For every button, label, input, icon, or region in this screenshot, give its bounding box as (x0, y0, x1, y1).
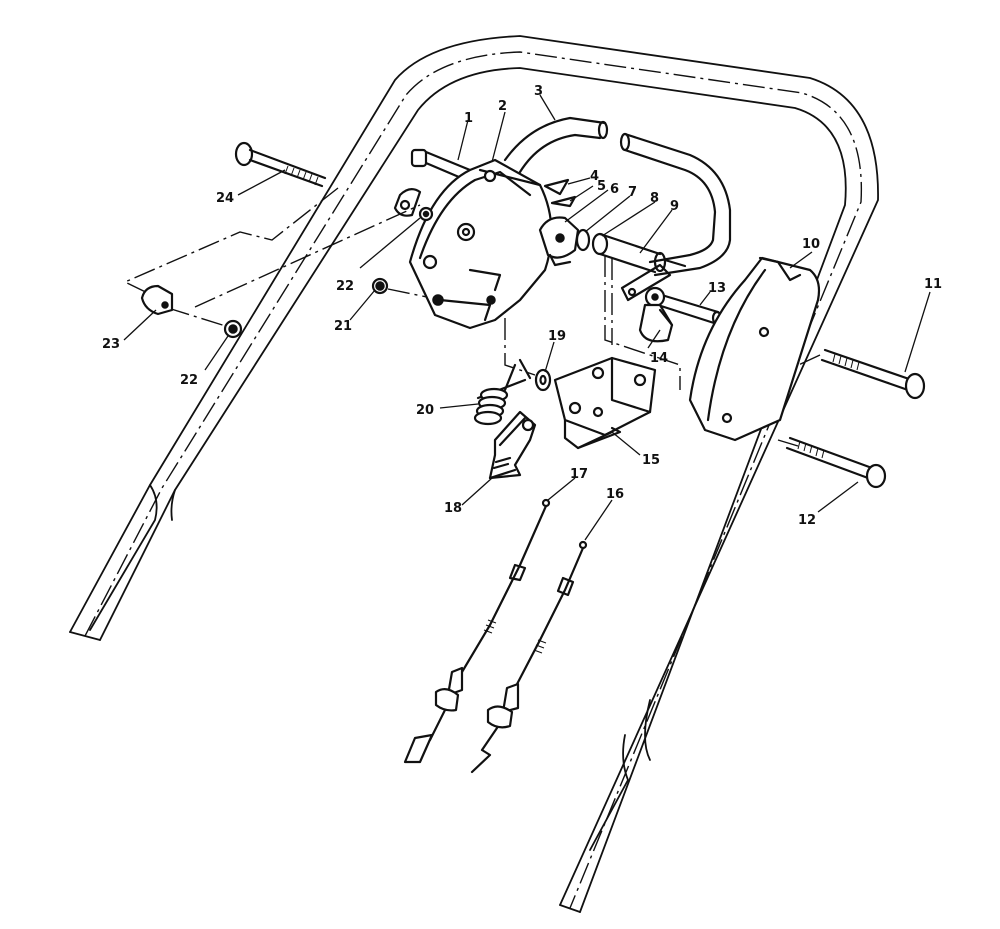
callout-1: 1 (464, 111, 473, 126)
callout-16: 16 (606, 487, 624, 502)
part-16-cable (470, 540, 588, 774)
callout-13: 13 (708, 281, 726, 296)
callout-23: 23 (102, 337, 120, 352)
part-4-5-hardware (543, 178, 577, 208)
part-17-cable (403, 498, 551, 764)
callout-12: 12 (798, 513, 816, 528)
callout-14: 14 (650, 351, 668, 366)
callout-9: 9 (670, 199, 679, 214)
callout-8: 8 (650, 191, 659, 206)
part-23-knob (140, 284, 174, 316)
part-14-latch (620, 263, 674, 343)
callouts: 1 2 3 4 5 6 7 8 9 10 11 12 13 14 15 16 1… (102, 84, 942, 528)
leader-lines (123, 94, 931, 541)
part-18-lever (488, 410, 537, 480)
callout-3: 3 (534, 84, 543, 99)
part-21-nut (371, 277, 389, 295)
part-24-carriage-bolt (234, 141, 327, 188)
part-19-washer (534, 368, 552, 392)
callout-10: 10 (802, 237, 820, 252)
part-20-spring (473, 358, 532, 426)
callout-7: 7 (628, 185, 637, 200)
callout-20: 20 (416, 403, 434, 418)
part-10-cover (688, 256, 821, 442)
part-1-bolt (410, 148, 472, 182)
part-2-control-housing (393, 158, 553, 330)
part-3-bail (503, 116, 732, 277)
callout-19: 19 (548, 329, 566, 344)
part-11-bolt (820, 348, 926, 400)
assembly-lines (123, 187, 821, 447)
callout-15: 15 (642, 453, 660, 468)
callout-18: 18 (444, 501, 462, 516)
callout-5: 5 (597, 179, 606, 194)
callout-2: 2 (498, 99, 507, 114)
callout-17: 17 (570, 467, 588, 482)
callout-22b: 22 (180, 373, 198, 388)
part-12-bolt (785, 436, 887, 489)
callout-24: 24 (216, 191, 234, 206)
callout-21: 21 (334, 319, 352, 334)
callout-6: 6 (610, 182, 619, 197)
handle-frame (69, 35, 879, 913)
part-22-nut-lower (223, 319, 243, 339)
callout-4: 4 (590, 169, 599, 184)
callout-22a: 22 (336, 279, 354, 294)
part-7-8-9-shaft (575, 228, 687, 274)
part-6-cam-lever (538, 216, 580, 267)
callout-11: 11 (924, 277, 942, 292)
part-15-bracket (553, 356, 657, 450)
